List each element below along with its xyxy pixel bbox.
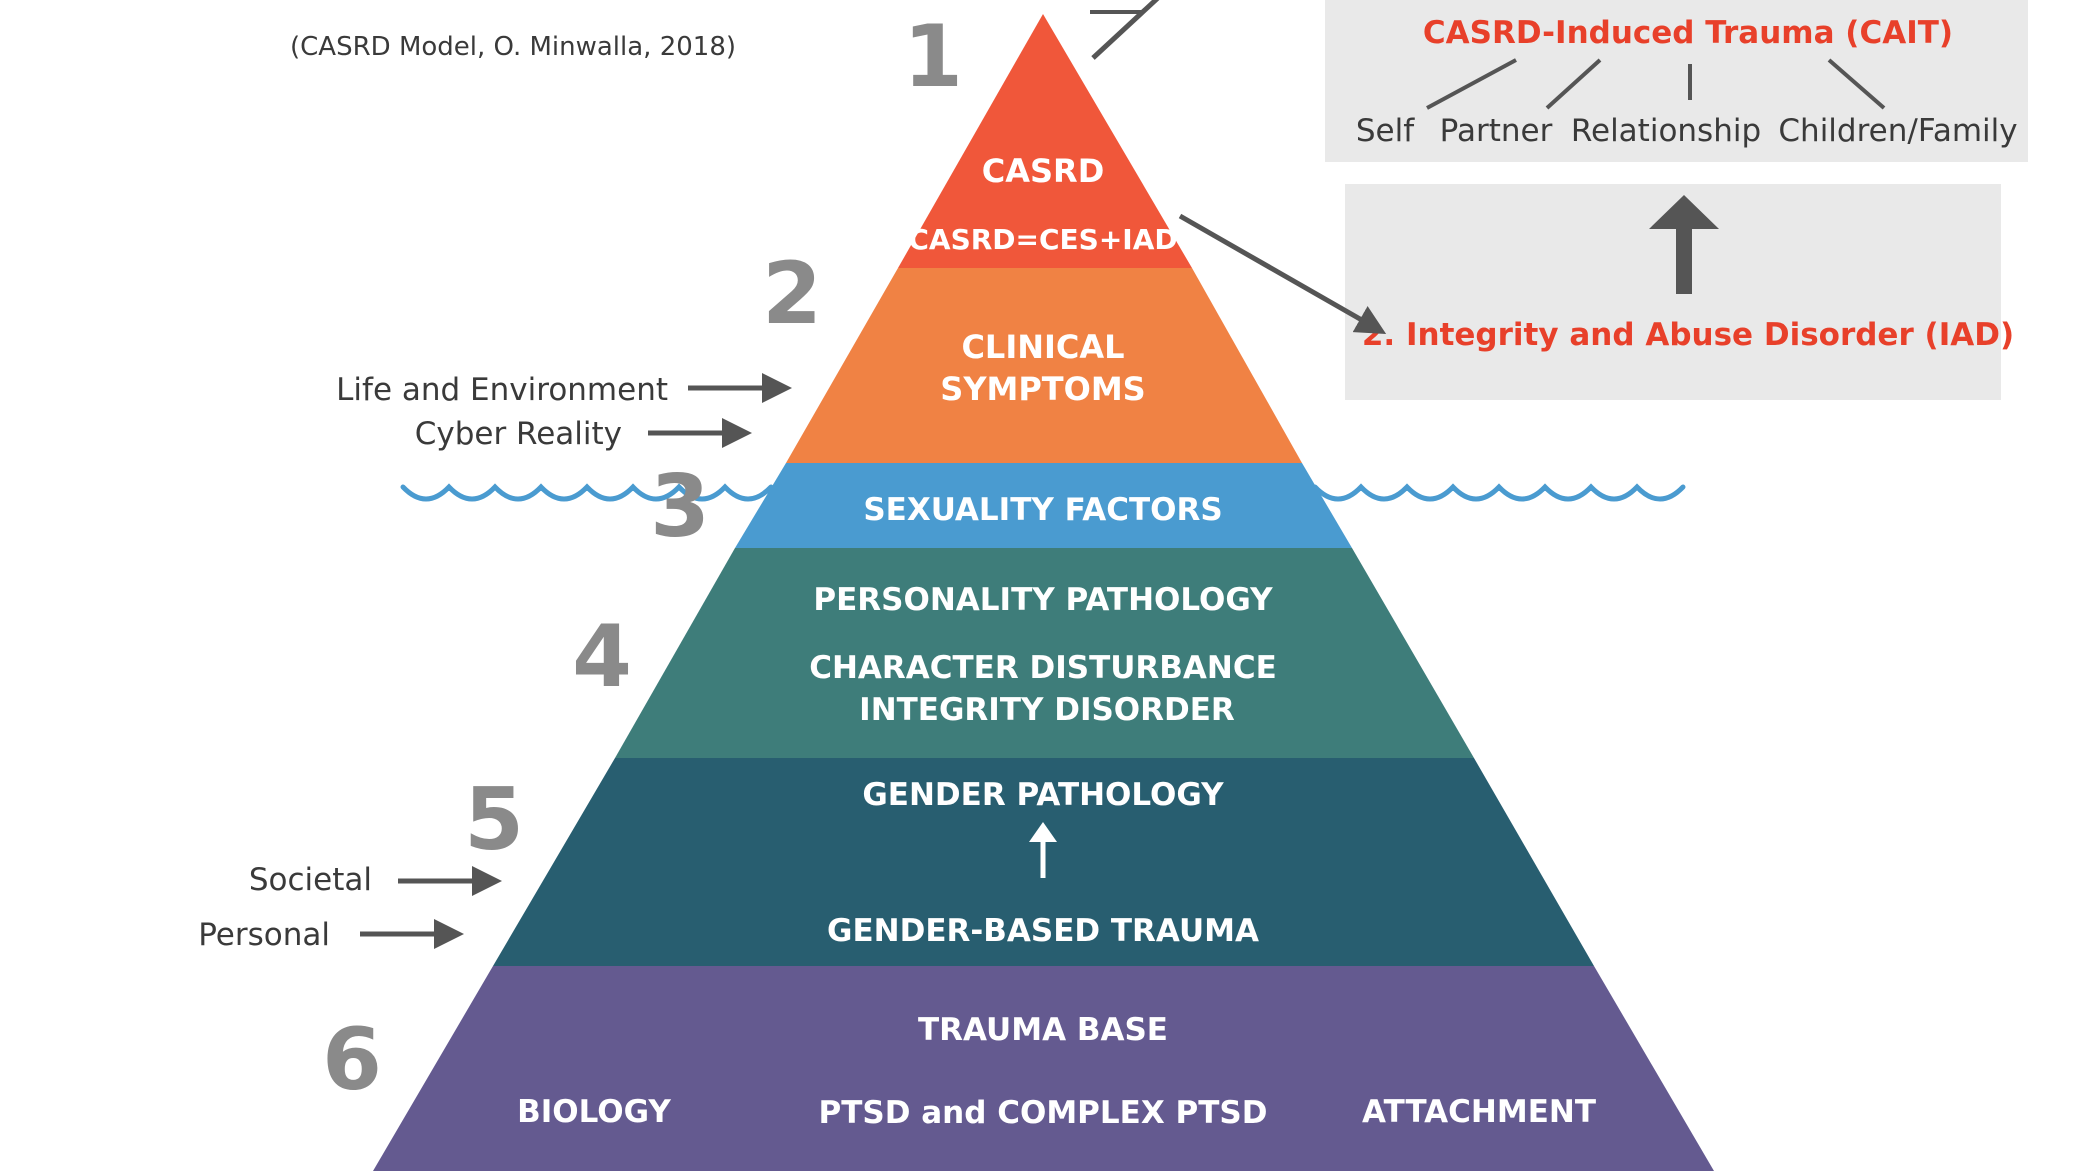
level-3-title: SEXUALITY FACTORS [863, 492, 1222, 528]
input-societal-label: Societal [249, 862, 372, 898]
pyramid-level-2 [786, 268, 1302, 463]
cait-panel-title: CASRD-Induced Trauma (CAIT) [1423, 15, 1953, 51]
water-wave-left [400, 483, 774, 502]
level-5-line-2: GENDER-BASED TRAUMA [827, 913, 1259, 949]
level-2-line-2: SYMPTOMS [940, 370, 1145, 408]
pyramid-level-4 [615, 548, 1474, 758]
pyramid-level-6 [373, 966, 1714, 1171]
cait-branch-self [1426, 58, 1517, 110]
level-4-line-3: INTEGRITY DISORDER [859, 692, 1235, 728]
input-life-environment-label: Life and Environment [336, 372, 668, 408]
cait-item-children-family: Children/Family [1778, 113, 2017, 149]
level-number-1: 1 [903, 7, 963, 107]
level-1-formula: CASRD=CES+IAD [908, 223, 1177, 256]
cait-branch-partner [1545, 58, 1602, 110]
level-4-line-2: CHARACTER DISTURBANCE [809, 650, 1277, 686]
level-number-3: 3 [650, 457, 710, 557]
level-2-line-1: CLINICAL [961, 328, 1124, 366]
level-number-2: 2 [762, 244, 822, 344]
level-5-line-1: GENDER PATHOLOGY [862, 777, 1224, 813]
cait-item-relationship: Relationship [1571, 113, 1761, 149]
cait-branch-children [1827, 58, 1886, 110]
level-6-center: PTSD and COMPLEX PTSD [819, 1095, 1268, 1131]
citation-text: (CASRD Model, O. Minwalla, 2018) [290, 32, 736, 62]
level-6-right: ATTACHMENT [1362, 1094, 1596, 1130]
pyramid-level-1 [898, 14, 1192, 268]
level-number-6: 6 [322, 1010, 382, 1110]
level-number-4: 4 [572, 607, 632, 707]
level-6-title: TRAUMA BASE [918, 1012, 1168, 1048]
level-4-line-1: PERSONALITY PATHOLOGY [813, 582, 1273, 618]
iad-up-arrow-icon [1649, 195, 1719, 294]
level-6-left: BIOLOGY [517, 1094, 671, 1130]
casrd-to-iad-arrow [1178, 213, 1387, 334]
up-arrow-icon [1029, 822, 1057, 878]
level-number-5: 5 [464, 770, 524, 870]
pyramid-level-3 [735, 463, 1352, 548]
water-wave-right [1312, 483, 1686, 502]
iad-panel-label: 2. Integrity and Abuse Disorder (IAD) [1362, 317, 2014, 353]
input-cyber-reality-label: Cyber Reality [415, 416, 622, 452]
apex-connector-diagonal [1091, 0, 1160, 60]
level-1-title: CASRD [982, 152, 1105, 190]
input-personal-label: Personal [198, 917, 330, 953]
cait-item-self: Self [1356, 113, 1415, 149]
cait-panel [1325, 0, 2028, 162]
cait-item-partner: Partner [1440, 113, 1553, 149]
